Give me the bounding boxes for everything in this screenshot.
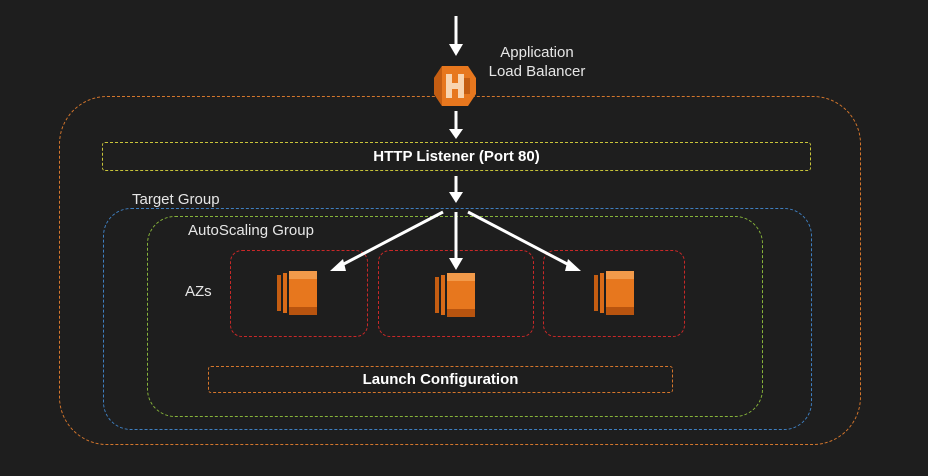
fanout-right-arrow (467, 210, 574, 269)
azs-label: AZs (185, 283, 212, 300)
target-group-box (103, 208, 812, 430)
arrowhead (449, 192, 463, 203)
load-balancer-label: Application Load Balancer (478, 43, 596, 81)
target-group-label: Target Group (132, 191, 220, 208)
availability-zone-box (543, 250, 685, 337)
availability-zone-box (230, 250, 368, 337)
ec2-instance-icon (594, 271, 634, 315)
arrowhead (565, 259, 581, 271)
elb-icon (434, 66, 476, 106)
arrowhead (449, 44, 463, 56)
http-listener-box: HTTP Listener (Port 80) (102, 142, 811, 171)
launch-configuration-box: Launch Configuration (208, 366, 673, 393)
fanout-left-arrow (337, 210, 444, 269)
ec2-instance-icon (435, 273, 475, 317)
http-listener-label: HTTP Listener (Port 80) (373, 148, 540, 165)
ec2-instance-icon (277, 271, 317, 315)
arrowhead (330, 259, 346, 271)
autoscaling-group-label: AutoScaling Group (188, 222, 314, 239)
arrowhead (449, 258, 463, 270)
arrowhead (449, 129, 463, 139)
load-balancer-label-line1: Application (500, 44, 574, 61)
load-balancer-label-line2: Load Balancer (488, 63, 586, 80)
launch-configuration-label: Launch Configuration (362, 371, 519, 388)
